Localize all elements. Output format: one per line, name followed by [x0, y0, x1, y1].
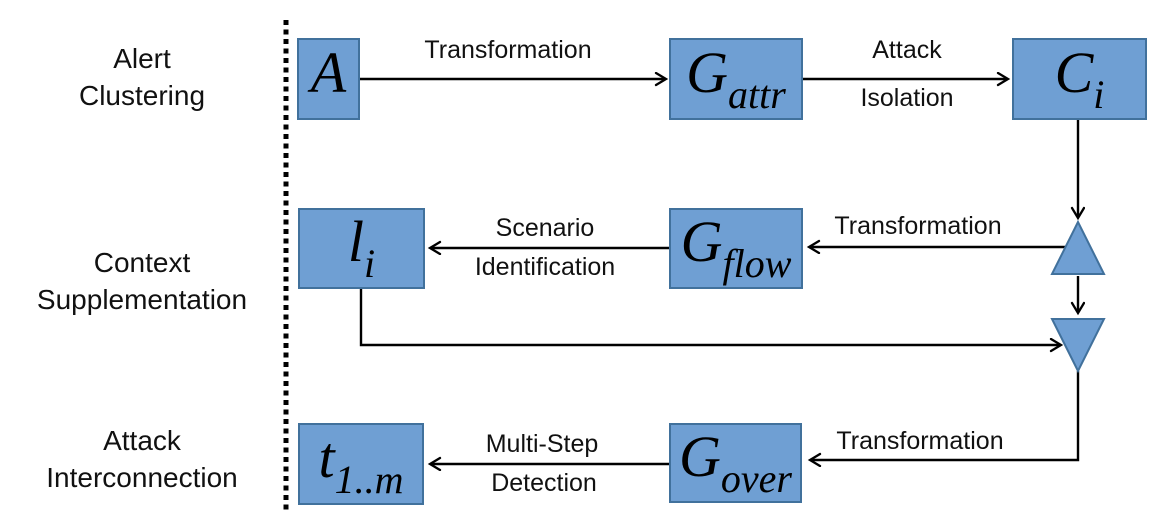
node-Gflow-main: G	[680, 209, 723, 274]
node-t1m-subscript: 1..m	[334, 456, 404, 502]
merge-triangle-down	[1050, 318, 1106, 374]
node-Gattr-subscript: attr	[728, 71, 786, 117]
phase-line: Interconnection	[46, 462, 238, 493]
node-t1m-label: t1..m	[318, 428, 404, 502]
edge-label-transformation-mid: Transformation	[834, 212, 1002, 240]
node-Gattr-label: Gattr	[686, 43, 786, 117]
node-Gover-label: Gover	[679, 427, 792, 501]
edge-label-detection: Detection	[491, 469, 597, 497]
node-li-subscript: i	[364, 241, 376, 286]
edge-label-identification: Identification	[474, 253, 616, 281]
edge-triangle-to-gover	[810, 371, 1080, 460]
node-A-main: A	[310, 39, 347, 105]
node-Gflow: Gflow	[669, 208, 803, 289]
edge-label-scenario: Scenario	[495, 214, 595, 242]
node-Ci: Ci	[1012, 38, 1147, 120]
node-Gover-main: G	[679, 423, 721, 489]
phase-label-attack-interconnection: Attack Interconnection	[2, 422, 282, 496]
node-Gover-subscript: over	[720, 455, 792, 501]
node-Ci-label: Ci	[1055, 43, 1105, 117]
node-Gattr-main: G	[686, 39, 729, 105]
node-A: A	[297, 38, 360, 120]
node-Gflow-subscript: flow	[722, 241, 792, 286]
edge-label-transformation-bottom: Transformation	[836, 427, 1004, 455]
edge-label-attack: Attack	[872, 36, 942, 64]
node-t1m-main: t	[318, 424, 335, 490]
node-A-label: A	[311, 43, 346, 115]
phase-line: Alert	[113, 43, 171, 74]
edge-label-transformation-top: Transformation	[424, 36, 592, 64]
node-Ci-main: C	[1054, 39, 1094, 105]
phase-label-alert-clustering: Alert Clustering	[2, 40, 282, 114]
phase-line: Context	[93, 247, 191, 278]
edge-li-to-triangle	[359, 289, 1061, 345]
node-Ci-subscript: i	[1093, 71, 1105, 117]
node-t1m: t1..m	[298, 423, 424, 505]
node-Gattr: Gattr	[669, 38, 803, 120]
edge-label-multi-step: Multi-Step	[485, 430, 599, 458]
phase-label-context-supplementation: Context Supplementation	[2, 244, 282, 318]
node-Gflow-label: Gflow	[681, 213, 792, 284]
node-li: li	[298, 208, 425, 289]
node-li-label: li	[348, 213, 375, 284]
merge-triangle-up	[1050, 219, 1106, 275]
phase-line: Supplementation	[36, 284, 248, 315]
node-Gover: Gover	[669, 423, 802, 503]
phase-line: Attack	[103, 425, 181, 456]
phase-line: Clustering	[78, 80, 206, 111]
edge-label-isolation: Isolation	[860, 84, 954, 112]
node-li-main: l	[347, 209, 364, 274]
